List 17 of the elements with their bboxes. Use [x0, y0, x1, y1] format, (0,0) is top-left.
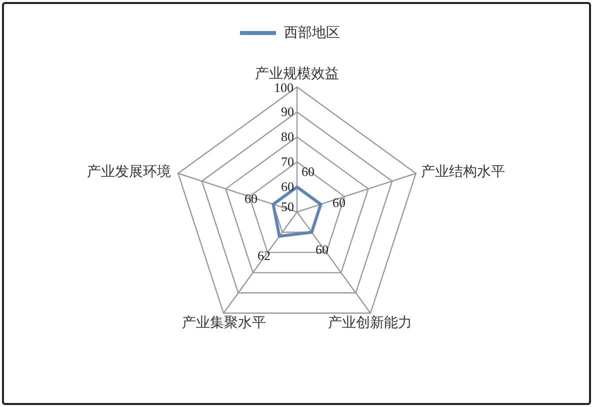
tick-label: 100	[274, 81, 294, 95]
axis-label: 产业集聚水平	[182, 315, 266, 331]
data-label: 62	[258, 249, 270, 263]
tick-label: 60	[281, 180, 294, 194]
data-label: 60	[244, 192, 258, 206]
tick-label: 50	[281, 200, 294, 214]
tick-label: 90	[281, 105, 294, 119]
data-label: 60	[302, 165, 314, 179]
axis-label: 产业结构水平	[421, 164, 505, 180]
axis-label: 产业创新能力	[328, 315, 412, 331]
data-label: 60	[316, 243, 328, 257]
axis-label: 产业规模效益	[255, 66, 339, 82]
legend-label: 西部地区	[284, 25, 340, 41]
data-label: 60	[332, 196, 346, 210]
tick-label: 70	[281, 155, 294, 169]
tick-label: 80	[281, 130, 294, 144]
axis-label: 产业发展环境	[87, 164, 171, 180]
